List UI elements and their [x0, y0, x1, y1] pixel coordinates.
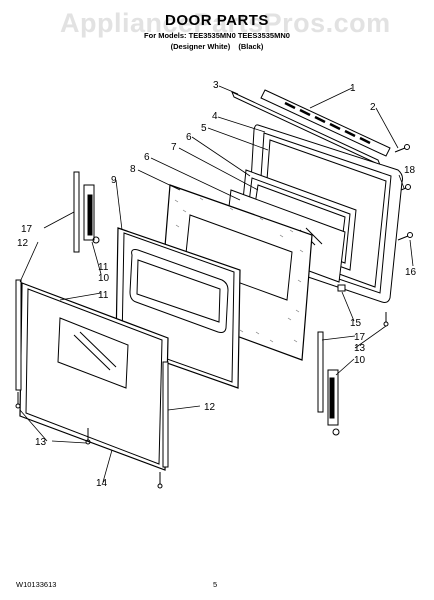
callout-17-left: 17: [21, 224, 33, 235]
callout-12-right: 12: [204, 402, 216, 413]
color-black: (Black): [238, 42, 264, 51]
part-16-screw: [397, 232, 413, 241]
callout-14: 14: [96, 478, 108, 489]
color-designer-white: (Designer White): [170, 42, 231, 51]
callout-17-right: 17: [354, 332, 366, 343]
callout-7: 7: [171, 142, 177, 153]
callout-13-left: 13: [35, 437, 47, 448]
part-13-screw-mid: [85, 428, 91, 445]
callout-10-left: 10: [98, 273, 110, 284]
page-number: 5: [213, 580, 218, 589]
part-2-screw: [394, 144, 410, 153]
callout-18: 18: [404, 165, 416, 176]
callout-2: 2: [370, 102, 376, 113]
callout-15: 15: [350, 318, 362, 329]
watermark: AppliancePartsPros.com: [60, 8, 391, 38]
callout-4: 4: [212, 111, 218, 122]
callout-13-right: 13: [354, 343, 366, 354]
callout-1: 1: [350, 83, 356, 94]
part-1-vent-trim: [260, 89, 391, 157]
part-10-hinge-left: [73, 171, 100, 253]
callout-12-left: 12: [17, 238, 29, 249]
callout-10-right: 10: [354, 355, 366, 366]
callout-6-lower: 6: [144, 152, 150, 163]
callout-11-right: 11: [98, 290, 109, 301]
callout-5: 5: [201, 123, 207, 134]
leader-lines: [19, 85, 414, 483]
part-12-side-trim-left: [15, 279, 22, 391]
callout-16: 16: [405, 267, 417, 278]
part-13-screw-left: [15, 392, 21, 409]
model-numbers: For Models: TEE3535MN0 TEES3535MN0: [144, 31, 290, 40]
part-15-bracket: [337, 284, 346, 292]
callout-6-upper: 6: [186, 132, 192, 143]
callout-11-left: 11: [98, 262, 109, 273]
part-13-screw-right: [383, 312, 389, 327]
part-11-outer-glass: [19, 282, 169, 471]
callout-9: 9: [111, 175, 117, 186]
callout-3: 3: [213, 80, 219, 91]
part-10-hinge-right: [317, 331, 340, 436]
part-12-side-trim-right: [162, 361, 169, 468]
page-title: DOOR PARTS: [165, 12, 269, 29]
callout-8: 8: [130, 164, 136, 175]
color-variants: (Designer White) (Black): [0, 42, 434, 51]
part-13-screw-bottom: [157, 472, 163, 489]
document-number: W10133613: [16, 580, 57, 589]
